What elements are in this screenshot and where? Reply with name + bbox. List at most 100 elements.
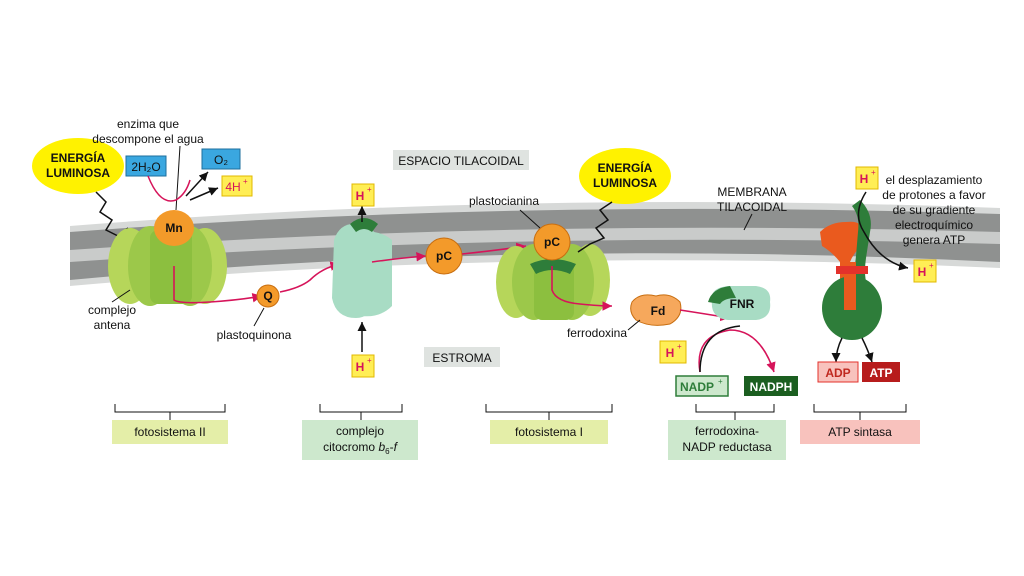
water-label: 2H₂O	[131, 160, 160, 174]
hplus-fnr-plus: +	[677, 342, 682, 351]
atp-group-label: ATP sintasa	[828, 425, 892, 439]
complejo-antena-line1: complejo	[88, 303, 136, 317]
plastoquinona-label: plastoquinona	[217, 328, 292, 342]
atp-arrow	[861, 337, 874, 363]
plastoquinone-q	[256, 284, 280, 308]
fnr-group-bg	[668, 420, 786, 460]
gradient-line1: el desplazamiento	[886, 173, 983, 187]
pc-label-free: pC	[436, 249, 452, 263]
nadp-label: NADP	[680, 380, 714, 394]
hplus-fnr: H	[666, 346, 675, 360]
ps2-group-label: fotosistema II	[134, 425, 205, 439]
adp-label: ADP	[825, 366, 850, 380]
atp-group-bg	[800, 420, 920, 444]
light-energy-left: ENERGÍA LUMINOSA	[32, 138, 129, 237]
electron-path-ps2	[173, 266, 263, 304]
q-label: Q	[263, 289, 272, 303]
hplus-top-plus: +	[367, 185, 372, 194]
energy-right-line1: ENERGÍA	[598, 160, 653, 175]
proton-flow-arrow	[857, 191, 909, 271]
nadp-plus: +	[718, 377, 723, 386]
membrana-label-line1: MEMBRANA	[717, 185, 786, 199]
plastocyanin-pc-free	[425, 237, 463, 275]
complejo-antena-line2: antena	[94, 318, 131, 332]
water-split-arrow	[147, 175, 191, 202]
nadph-box	[744, 376, 798, 396]
cyt-group-line1: complejo	[336, 424, 384, 438]
complejo-pointer	[111, 289, 131, 303]
cytochrome-b6f-complex	[332, 218, 392, 318]
water-box	[125, 155, 167, 177]
mn-label: Mn	[165, 221, 182, 235]
hplus-atp-right-plus: +	[929, 261, 934, 270]
hplus-top: H	[356, 189, 365, 203]
oxygen-label: O₂	[214, 153, 228, 167]
hplus-box-atp-right	[913, 259, 937, 283]
plastocianina-pointer	[519, 209, 541, 229]
light-energy-right: ENERGÍA LUMINOSA	[577, 148, 671, 253]
fnr-group-line2: NADP reductasa	[682, 440, 771, 454]
cyt-group-bg	[302, 420, 418, 460]
photosystem-ii: Mn	[108, 210, 227, 306]
group-brackets	[114, 404, 907, 420]
estroma-label: ESTROMA	[432, 351, 491, 365]
gradient-line3: de su gradiente	[893, 203, 976, 217]
hplus-box-top	[351, 183, 375, 207]
hplus-atp-right: H	[918, 265, 927, 279]
plastocyanin-pc-bound	[533, 223, 571, 261]
ferredoxin-fd	[630, 294, 682, 326]
plastocianina-label: plastocianina	[469, 194, 539, 208]
enzyme-label-line1: enzima que	[117, 117, 179, 131]
atp-synthase	[820, 200, 882, 340]
cyt-group-line2: citocromo b6-f	[323, 440, 399, 456]
protons-4-box	[221, 175, 253, 197]
protons-4-plus: +	[243, 177, 248, 186]
hplus-box-bottom	[351, 354, 375, 378]
hplus-box-fnr	[659, 340, 687, 364]
membrana-label-line2: TILACOIDAL	[717, 200, 787, 214]
mn-cluster	[154, 210, 194, 246]
energy-right-line2: LUMINOSA	[593, 176, 657, 190]
adp-box	[817, 361, 859, 383]
atp-box	[862, 362, 900, 382]
protons-arrow	[189, 187, 219, 201]
nadp-reduction-arrow	[698, 329, 776, 373]
ferrodoxina-label: ferrodoxina	[567, 326, 627, 340]
energy-left-line1: ENERGÍA	[51, 150, 106, 165]
electron-path-ps1-fd	[551, 266, 613, 311]
fnr-label: FNR	[730, 297, 755, 311]
hplus-bottom-plus: +	[367, 356, 372, 365]
hplus-box-atp-top	[855, 166, 879, 190]
gradient-line4: electroquímico	[895, 218, 973, 232]
oxygen-arrow	[185, 171, 209, 197]
electron-path-pc-ps1	[461, 242, 527, 255]
nadp-h-arrow	[699, 325, 741, 373]
pc-label-bound: pC	[544, 235, 560, 249]
ps2-group-bg	[112, 420, 228, 444]
membrana-pointer	[743, 213, 753, 231]
hplus-atp-top: H	[860, 172, 869, 186]
nadph-label: NADPH	[750, 380, 793, 394]
energy-left-line2: LUMINOSA	[46, 166, 110, 180]
photosystem-i: pC	[496, 223, 610, 320]
protons-4-label: 4H	[225, 180, 240, 194]
espacio-tilacoidal-label: ESPACIO TILACOIDAL	[398, 154, 524, 168]
fd-label: Fd	[651, 304, 666, 318]
fnr-group-line1: ferrodoxina-	[695, 424, 759, 438]
enzyme-label-line2: descompone el agua	[92, 132, 204, 146]
gradient-line5: genera ATP	[903, 233, 965, 247]
electron-path-q-cyt	[279, 261, 341, 293]
ps1-group-label: fotosistema I	[515, 425, 583, 439]
adp-arrow	[831, 337, 843, 363]
ferrodoxina-pointer	[627, 319, 641, 331]
gradient-line2: de protones a favor	[882, 188, 985, 202]
plastoquinona-pointer	[253, 307, 265, 327]
ps1-group-bg	[490, 420, 608, 444]
nadp-box	[675, 375, 729, 397]
hplus-bottom: H	[356, 360, 365, 374]
electron-path-cyt-pc	[371, 251, 427, 263]
estroma-label-bg	[424, 347, 500, 367]
oxygen-box	[201, 148, 241, 170]
hplus-atp-top-plus: +	[871, 168, 876, 177]
